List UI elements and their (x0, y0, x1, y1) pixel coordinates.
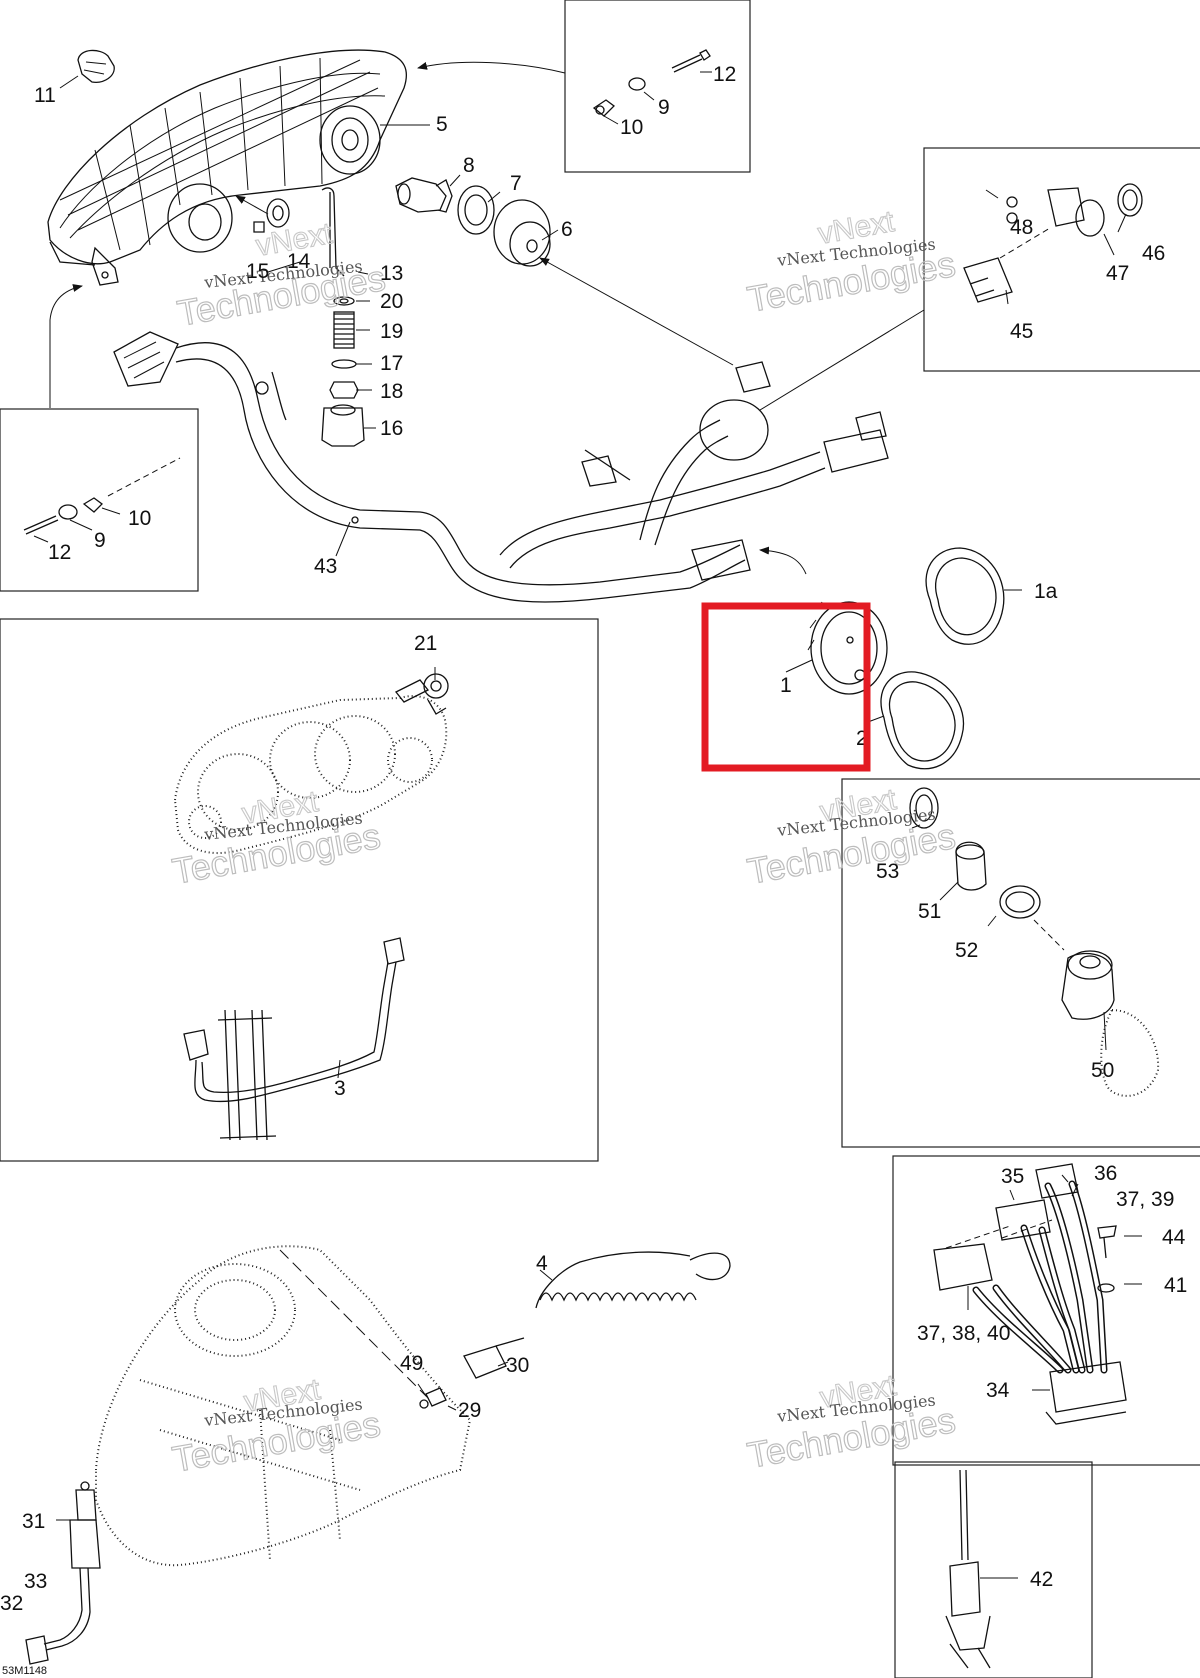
label-11: 11 (34, 84, 56, 107)
label-30: 30 (506, 1354, 529, 1377)
label-1a: 1a (1034, 580, 1058, 603)
arrows (49, 61, 925, 575)
label-5: 5 (436, 113, 448, 136)
label-13: 13 (380, 262, 403, 285)
sensor-part (945, 1469, 991, 1669)
adjuster-stack (321, 187, 365, 447)
label-52: 52 (955, 939, 978, 962)
bulb-part (395, 177, 453, 213)
detail-box-rectifier (892, 1155, 1200, 1466)
instrument-cluster-outline (173, 695, 448, 855)
leader-lines (33, 71, 1142, 1579)
label-12-left: 12 (48, 541, 71, 564)
label-15: 15 (246, 260, 269, 283)
label-19: 19 (380, 320, 403, 343)
watermark-2: vNext vNext Technologies Technologies (744, 204, 959, 320)
detail-box-screws-top (564, 0, 751, 173)
front-cowl-outline (95, 1245, 472, 1567)
label-37-39: 37, 39 (1116, 1188, 1174, 1211)
watermark-6: vNext vNext Technologies Technologies (744, 1368, 959, 1476)
diagram-code: 53M1148 (2, 1665, 47, 1677)
detail-box-switch (841, 778, 1200, 1148)
detail-box-cluster (0, 618, 599, 1162)
label-8: 8 (463, 154, 475, 177)
label-10-top: 10 (620, 116, 643, 139)
label-41: 41 (1164, 1274, 1187, 1297)
label-6: 6 (561, 218, 573, 241)
label-49: 49 (400, 1352, 423, 1375)
label-29: 29 (458, 1399, 481, 1422)
detail-box-sensor (894, 1461, 1093, 1678)
ring-1a-part (925, 547, 1005, 645)
part-labels: 11 5 8 7 6 12 9 10 14 15 13 20 19 17 18 … (0, 63, 1187, 1677)
wiring-harness (113, 331, 889, 603)
screw-set-left (23, 457, 181, 535)
ring-2-part (880, 671, 965, 770)
relay-part (963, 183, 1143, 303)
label-20: 20 (380, 290, 403, 313)
label-46: 46 (1142, 242, 1165, 265)
cap-29-part (419, 1387, 447, 1409)
bulb-retainer-ring (457, 185, 495, 235)
label-4: 4 (536, 1252, 548, 1275)
clip-part (77, 49, 115, 83)
highlight-box (701, 602, 871, 772)
label-48: 48 (1010, 216, 1033, 239)
label-16: 16 (380, 417, 403, 440)
label-14: 14 (287, 250, 311, 273)
switch-parts (909, 787, 1160, 1097)
rectifier-harness (933, 1163, 1127, 1425)
label-45: 45 (1010, 320, 1033, 343)
label-33: 33 (24, 1570, 47, 1593)
label-31: 31 (22, 1510, 45, 1533)
label-53: 53 (876, 860, 899, 883)
rubber-cap (493, 199, 551, 267)
label-51: 51 (918, 900, 941, 923)
label-9-top: 9 (658, 96, 670, 119)
label-7: 7 (510, 172, 522, 195)
label-3: 3 (334, 1077, 346, 1100)
label-10-left: 10 (128, 507, 151, 530)
key-switch-part (394, 673, 449, 715)
label-42: 42 (1030, 1568, 1053, 1591)
label-32: 32 (0, 1592, 23, 1615)
temperature-sensor-part (25, 1481, 101, 1665)
lanyard-part (463, 1251, 731, 1379)
label-34: 34 (986, 1379, 1010, 1402)
detail-box-relay (923, 147, 1200, 372)
label-44: 44 (1162, 1226, 1186, 1249)
detail-box-screws-left (0, 408, 199, 592)
watermark-1: vNext vNext Technologies Technologies (174, 216, 389, 334)
adapter-harness-part (183, 937, 405, 1141)
label-35: 35 (1001, 1165, 1024, 1188)
watermark-4: vNext vNext Technologies Technologies (744, 782, 959, 892)
label-18: 18 (380, 380, 403, 403)
label-36: 36 (1094, 1162, 1117, 1185)
label-1: 1 (780, 674, 792, 697)
label-12-top: 12 (713, 63, 736, 86)
headlamp-housing (47, 49, 408, 286)
label-9-left: 9 (94, 529, 106, 552)
watermark-5: vNext vNext Technologies Technologies (169, 1372, 384, 1480)
label-17: 17 (380, 352, 403, 375)
label-21: 21 (414, 632, 437, 655)
screw-set-top (592, 49, 711, 117)
label-47: 47 (1106, 262, 1129, 285)
label-37-38-40: 37, 38, 40 (917, 1322, 1010, 1345)
label-43: 43 (314, 555, 337, 578)
gauge-part (807, 601, 888, 695)
label-50: 50 (1091, 1059, 1114, 1082)
label-2: 2 (856, 727, 868, 750)
